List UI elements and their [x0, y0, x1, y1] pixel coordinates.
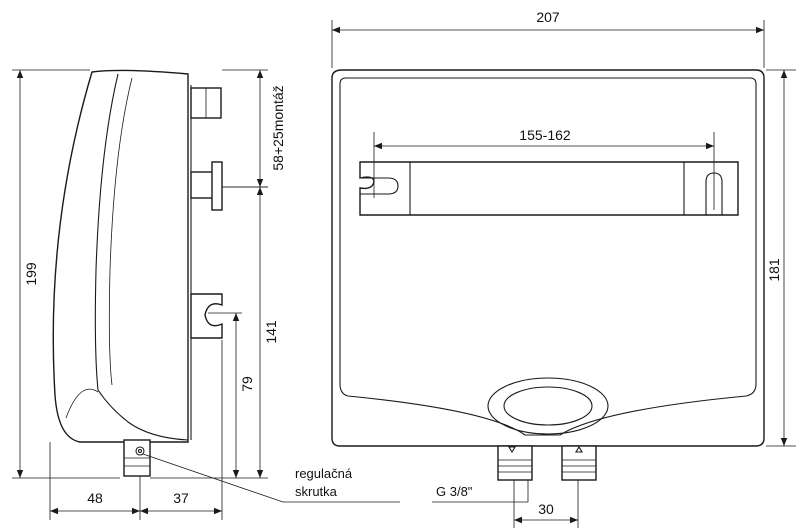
dim-58-25: 58+25montáž	[222, 69, 286, 188]
screw-callout: regulačná skrutka	[142, 453, 400, 503]
side-bottom-contour	[65, 388, 99, 419]
front-inner-contour	[339, 77, 757, 436]
dim-155-162: 155-162	[373, 127, 715, 210]
mounting-bracket	[359, 161, 739, 216]
side-view	[52, 69, 223, 477]
flow-marker-down	[508, 446, 516, 454]
side-housing	[52, 69, 189, 443]
dim-37-label: 37	[173, 490, 189, 506]
thread-callout: G 3/8"	[432, 480, 529, 503]
thread-label: G 3/8"	[436, 484, 473, 499]
dim-79-label: 79	[239, 376, 255, 392]
side-front-contour-2	[108, 77, 133, 386]
side-front-contour	[94, 73, 189, 441]
dim-207: 207	[331, 9, 765, 68]
flow-marker-up	[575, 445, 583, 453]
dim-141: 141	[150, 186, 279, 479]
dim-181-label: 181	[766, 258, 782, 282]
dim-58-25-label: 58+25montáž	[270, 85, 286, 170]
bracket-slot-left	[360, 177, 399, 195]
dim-199: 199	[12, 69, 120, 479]
dim-30: 30	[513, 480, 579, 528]
screw-label-line2: skrutka	[295, 484, 338, 499]
side-lower-hook	[190, 293, 223, 339]
dim-155-162-label: 155-162	[519, 127, 571, 143]
inlet-fitting-right	[561, 445, 597, 481]
front-view	[331, 69, 765, 481]
control-knob-inner	[503, 386, 593, 426]
dim-30-label: 30	[538, 501, 554, 517]
dim-79: 79	[208, 312, 255, 478]
dim-181: 181	[766, 69, 796, 447]
dim-48-label: 48	[87, 490, 103, 506]
regulating-screw	[135, 446, 145, 456]
dim-48-37: 48 37	[49, 340, 223, 520]
dim-199-label: 199	[23, 262, 39, 286]
control-knob-outer	[487, 377, 609, 435]
dim-207-label: 207	[536, 9, 560, 25]
side-mid-bracket-plate	[211, 161, 223, 211]
screw-label-line1: regulačná	[295, 466, 353, 481]
inlet-fitting-left	[497, 445, 533, 481]
dim-141-label: 141	[263, 320, 279, 344]
